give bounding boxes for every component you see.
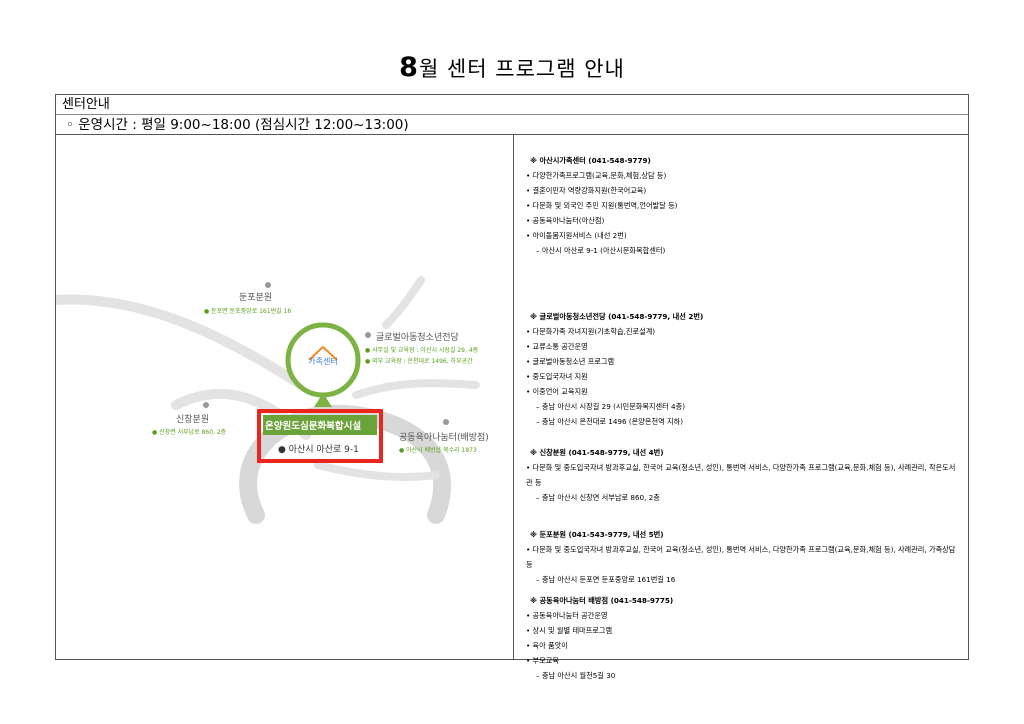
info-section-header: ※ 둔포분원 (041-543-9779, 내선 5번) bbox=[530, 530, 664, 539]
info-item: • 육아 품앗이 bbox=[526, 641, 568, 650]
logo-text: 가족센터 bbox=[308, 357, 338, 366]
page-title: 8월 센터 프로그램 안내 bbox=[0, 52, 1024, 83]
branch-dunpo-name: 둔포분원 bbox=[239, 293, 273, 303]
info-item: • 글로벌아동청소년 프로그램 bbox=[526, 357, 615, 366]
info-address: – 충남 아산시 둔포면 둔포중앙로 161번길 16 bbox=[536, 575, 676, 584]
map-roads bbox=[56, 276, 480, 524]
branch-baebang-address: ● 아산시 배방읍 북수리 1873 bbox=[399, 447, 477, 454]
info-item: • 공동육아나눔터 공간운영 bbox=[526, 611, 608, 620]
info-item: • 상시 및 월별 테마프로그램 bbox=[526, 626, 613, 635]
info-address: – 충남 아산시 시장길 29 (시민문화복지센터 4층) bbox=[536, 402, 686, 411]
branch-sinchang-name: 신창분원 bbox=[176, 415, 210, 425]
info-section-header: ※ 아산시가족센터 (041-548-9779) bbox=[530, 156, 651, 165]
location-map: 가족센터 온양원도심문화복합시설 ● 아산시 아산로 9-1 둔포분원 ● 둔포… bbox=[56, 135, 513, 659]
info-item: • 다문화 및 외국인 주민 지원(통번역,언어발달 등) bbox=[526, 201, 678, 210]
info-item: • 다문화 및 중도입국자녀 방과후교실, 한국어 교육(청소년, 성인), 통… bbox=[526, 545, 956, 569]
info-address: – 아산시 아산로 9-1 (아산시문화복합센터) bbox=[536, 246, 666, 255]
branch-baebang-name: 공동육아나눔터(배방점) bbox=[399, 433, 489, 443]
info-section-header: ※ 공동육아나눔터 배방점 (041-548-9775) bbox=[530, 596, 674, 605]
info-item: • 중도입국자녀 지원 bbox=[526, 372, 588, 381]
map-pin bbox=[285, 322, 361, 398]
main-location-address: ● 아산시 아산로 9-1 bbox=[278, 445, 359, 455]
info-section: ※ 아산시가족센터 (041-548-9779) • 다양한가족프로그램(교육,문… bbox=[516, 153, 677, 258]
info-section-header: ※ 글로벌아동청소년전당 (041-548-9779, 내선 2번) bbox=[530, 312, 704, 321]
center-header: 센터안내 bbox=[56, 95, 968, 115]
info-section-header: ※ 신창분원 (041-548-9779, 내선 4번) bbox=[530, 448, 664, 457]
branch-global-address-1: ● 사무실 및 교육장 : 아산시 시장길 29, 4층 bbox=[365, 347, 479, 354]
info-item: • 교류소통 공간운영 bbox=[526, 342, 588, 351]
info-item: • 이중언어 교육지원 bbox=[526, 387, 588, 396]
info-address: – 충남 아산시 월천5길 30 bbox=[536, 671, 616, 680]
info-address: – 충남 아산시 온천대로 1496 (온양온천역 지하) bbox=[536, 417, 684, 426]
center-info-table: 센터안내 ◦ 운영시간 : 평일 9:00~18:00 (점심시간 12:00~… bbox=[55, 94, 969, 680]
branch-global-address-2: ● 외부 교육장 : 온천대로 1496, 하부공간 bbox=[365, 358, 473, 365]
main-location-name: 온양원도심문화복합시설 bbox=[265, 421, 362, 432]
info-section: ※ 글로벌아동청소년전당 (041-548-9779, 내선 2번) • 다문화가… bbox=[516, 309, 703, 429]
info-item: • 다문화가족 자녀지원(기초학습,진로설계) bbox=[526, 327, 656, 336]
info-section: ※ 공동육아나눔터 배방점 (041-548-9775) • 공동육아나눔터 공간… bbox=[516, 593, 673, 683]
info-item: • 다양한가족프로그램(교육,문화,체험,상담 등) bbox=[526, 171, 667, 180]
info-item: • 부모교육 bbox=[526, 656, 559, 665]
branch-global-name: 글로벌아동청소년전당 bbox=[376, 333, 459, 343]
info-item: • 결혼이민자 역량강화지원(한국어교육) bbox=[526, 186, 647, 195]
main-location-highlight bbox=[257, 409, 383, 463]
info-section: ※ 둔포분원 (041-543-9779, 내선 5번) • 다문화 및 중도입국… bbox=[516, 527, 956, 587]
column-divider bbox=[513, 135, 514, 659]
operating-hours: ◦ 운영시간 : 평일 9:00~18:00 (점심시간 12:00~13:00… bbox=[56, 115, 968, 135]
branch-dunpo-address: ● 둔포면 둔포중앙로 161번길 16 bbox=[204, 308, 292, 315]
branch-sinchang-address: ● 신창면 서부남로 860, 2층 bbox=[152, 429, 227, 436]
map-pin-tip bbox=[314, 393, 332, 407]
program-info: ※ 아산시가족센터 (041-548-9779) • 다양한가족프로그램(교육,문… bbox=[516, 135, 966, 680]
main-location-bar bbox=[263, 415, 377, 435]
info-item: • 다문화 및 중도입국자녀 방과후교실, 한국어 교육(청소년, 성인), 통… bbox=[526, 463, 956, 487]
page-title-month: 8 bbox=[399, 52, 419, 83]
info-item: • 공동육아나눔터(아산점) bbox=[526, 216, 605, 225]
info-item: • 아이돌봄지원서비스 (내선 2번) bbox=[526, 231, 627, 240]
info-address: – 충남 아산시 신창면 서부남로 860, 2층 bbox=[536, 493, 660, 502]
page-title-text: 월 센터 프로그램 안내 bbox=[418, 57, 625, 81]
info-section: ※ 신창분원 (041-548-9779, 내선 4번) • 다문화 및 중도입국… bbox=[516, 445, 956, 505]
